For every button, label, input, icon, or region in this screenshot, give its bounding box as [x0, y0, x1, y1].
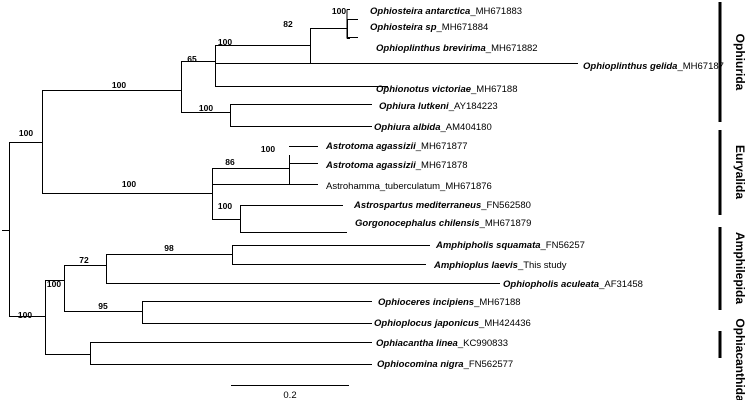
clade-label-amphilepida: Amphilepida [733, 232, 745, 304]
support-value: 100 [218, 201, 232, 211]
taxon-label: Ophiocomina nigra_FN562577 [377, 359, 513, 370]
taxon-labels: Ophiosteira antarctica_MH671883 Ophioste… [325, 6, 724, 370]
support-value: 100 [332, 6, 346, 16]
support-value: 100 [19, 128, 33, 138]
support-value: 100 [47, 279, 61, 289]
taxon-label: Ophiura albida_AM404180 [374, 122, 492, 133]
support-value: 100 [18, 310, 32, 320]
taxon-label: Ophiacantha linea_KC990833 [376, 338, 508, 349]
support-value: 65 [187, 54, 197, 64]
support-value: 100 [261, 144, 275, 154]
clade-label-ophiacanthida: Ophiacanthida [733, 318, 745, 400]
taxon-label: Astrohamma_tuberculatum_MH671876 [326, 181, 492, 192]
support-value: 98 [164, 243, 174, 253]
taxon-label: Ophiosteira sp_MH671884 [370, 22, 488, 33]
taxon-label: Amphioplus laevis_This study [433, 260, 567, 271]
taxon-label: Ophioplocus japonicus_MH424436 [374, 318, 531, 329]
support-value: 72 [79, 255, 89, 265]
scale-bar-label: 0.2 [283, 390, 296, 400]
taxon-label: Ophioplinthus brevirima_MH671882 [376, 43, 538, 54]
support-value: 86 [225, 157, 235, 167]
taxon-label: Ophioceres incipiens_MH67188 [378, 297, 521, 308]
taxon-label: Astrotoma agassizii_MH671877 [325, 141, 468, 152]
taxon-label: Ophionotus victoriae_MH67188 [376, 84, 518, 95]
clade-label-ophiurida: Ophiurida [733, 34, 745, 91]
clade-label-euryalida: Euryalida [733, 145, 745, 199]
taxon-label: Ophiosteira antarctica_MH671883 [370, 6, 522, 17]
taxon-label: Ophiopholis aculeata_AF31458 [503, 279, 643, 290]
taxon-label: Ophioplinthus gelida_MH67187 [583, 61, 724, 72]
taxon-label: Amphipholis squamata_FN56257 [435, 240, 585, 251]
taxon-label: Ophiura lutkeni_AY184223 [379, 101, 498, 112]
support-value: 100 [122, 179, 136, 189]
support-value: 100 [218, 37, 232, 47]
taxon-label: Gorgonocephalus chilensis_MH671879 [355, 218, 531, 229]
support-values: 100 82 100 65 100 100 100 100 86 100 100… [18, 6, 346, 320]
support-value: 95 [98, 301, 108, 311]
support-value: 100 [199, 103, 213, 113]
tree-branches [2, 9, 578, 365]
support-value: 100 [112, 80, 126, 90]
clade-labels: Ophiurida Euryalida Amphilepida Ophiacan… [733, 34, 745, 400]
support-value: 82 [283, 19, 293, 29]
taxon-label: Astrospartus mediterraneus_FN562580 [353, 200, 531, 211]
taxon-label: Astrotoma agassizii_MH671878 [325, 160, 468, 171]
scale-bar: 0.2 [231, 385, 349, 400]
